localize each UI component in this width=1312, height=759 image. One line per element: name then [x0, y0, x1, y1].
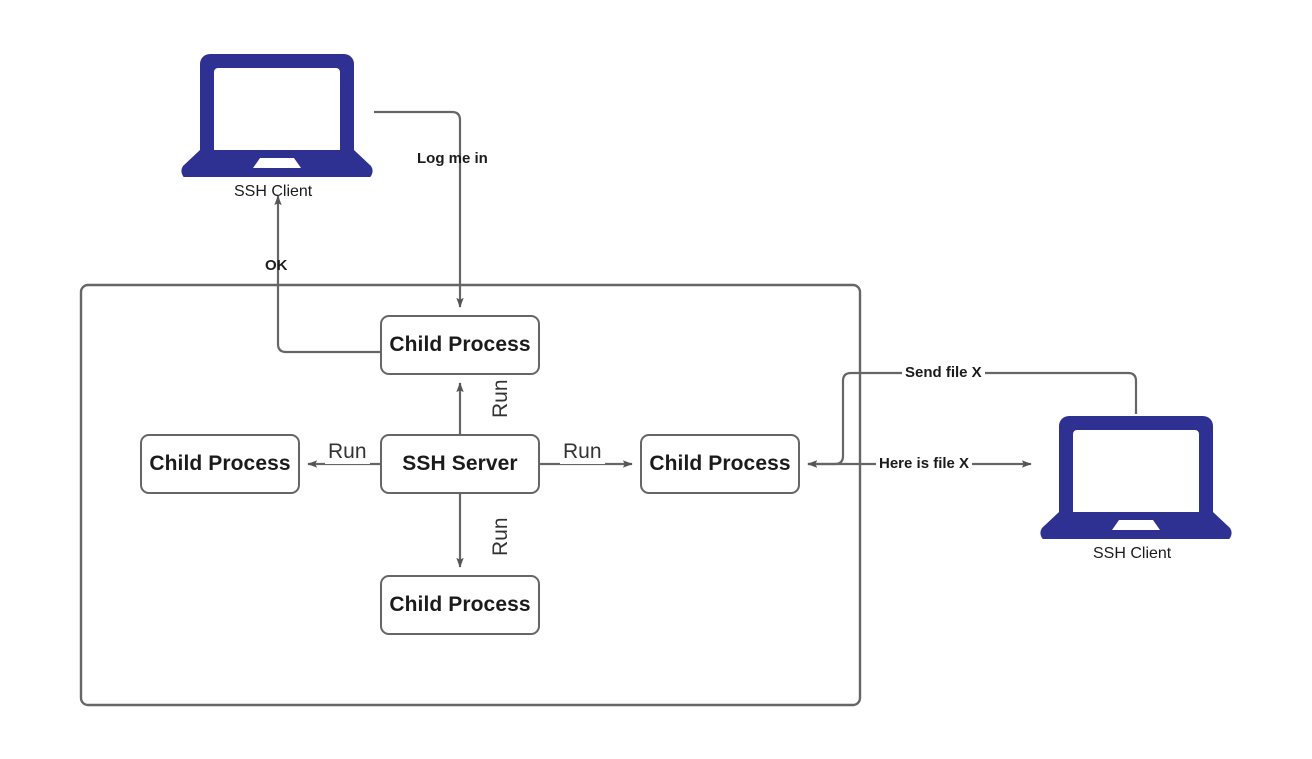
node-child-process-bottom[interactable]: Child Process	[380, 575, 540, 635]
connector-send-file-x	[807, 371, 1138, 468]
laptop-top-caption: SSH Client	[234, 183, 313, 200]
connector-ok	[274, 195, 380, 354]
edge-label-here-is-file-x: Here is file X	[876, 455, 973, 472]
edge-label-run-right: Run	[560, 440, 605, 464]
laptop-ssh-client-right	[1039, 414, 1233, 539]
edge-label-run-down: Run	[489, 517, 512, 556]
laptop-screen-icon	[1059, 416, 1213, 512]
node-child-process-left[interactable]: Child Process	[140, 434, 300, 494]
edge-label-run-left: Run	[325, 440, 370, 464]
laptop-touchpad-icon	[253, 158, 301, 168]
laptop-ssh-client-top	[180, 52, 374, 177]
edge-label-ok: OK	[265, 257, 288, 274]
laptop-touchpad-icon	[1112, 520, 1160, 530]
edge-label-run-up: Run	[489, 379, 512, 418]
node-child-process-right[interactable]: Child Process	[640, 434, 800, 494]
edge-label-log-me-in: Log me in	[417, 150, 488, 167]
node-child-process-top[interactable]: Child Process	[380, 315, 540, 375]
connector-log-me-in	[374, 110, 464, 308]
node-ssh-server[interactable]: SSH Server	[380, 434, 540, 494]
laptop-screen-icon	[200, 54, 354, 150]
laptop-right-caption: SSH Client	[1093, 545, 1172, 562]
edge-label-send-file-x: Send file X	[902, 364, 985, 381]
ssh-server-host-boundary	[79, 283, 862, 707]
